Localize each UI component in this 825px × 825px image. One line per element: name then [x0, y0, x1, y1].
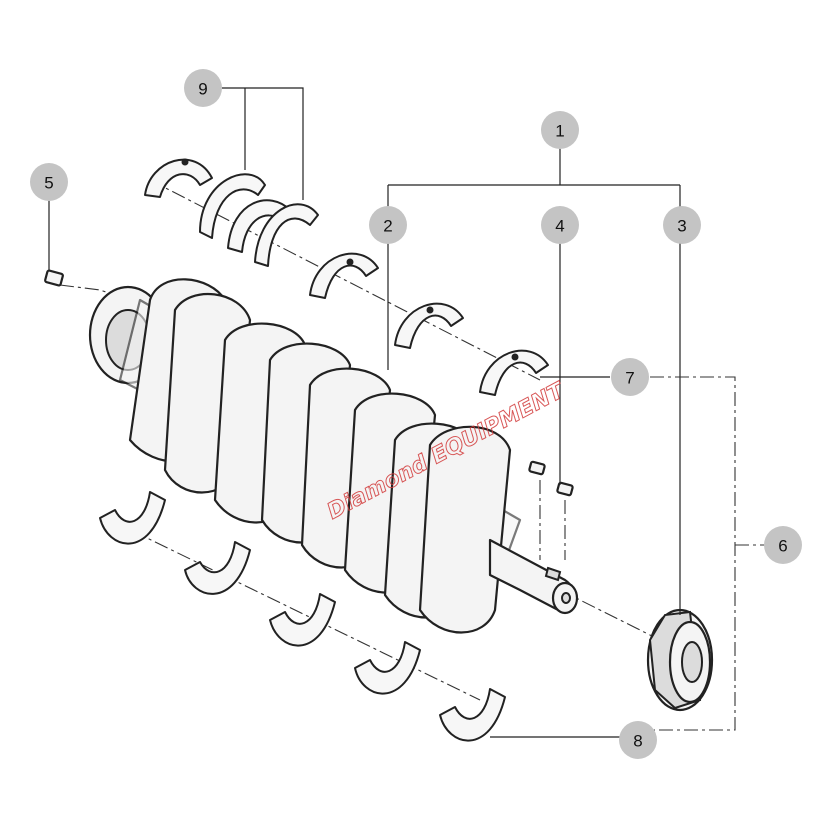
dowels-and-keys — [44, 269, 574, 497]
thrust-washer-1 — [199, 173, 266, 239]
callout-3: 3 — [663, 206, 701, 244]
callout-label: 7 — [625, 369, 634, 388]
callout-label: 5 — [44, 174, 53, 193]
bearing-shell-upper-3 — [394, 302, 464, 349]
key-1 — [528, 460, 546, 476]
crankshaft — [88, 278, 579, 634]
callout-label: 8 — [633, 732, 642, 751]
crankshaft-gear — [646, 608, 714, 712]
bearing-shell-lower-5 — [439, 688, 506, 742]
callout-7: 7 — [611, 358, 649, 396]
callout-label: 6 — [778, 537, 787, 556]
key-2 — [556, 481, 574, 497]
crank-web-8 — [418, 425, 512, 634]
callout-9: 9 — [184, 69, 222, 107]
callout-4: 4 — [541, 206, 579, 244]
lower-bearing-shells — [99, 491, 506, 742]
callout-badges: 1 2 3 4 5 6 7 8 9 — [30, 69, 802, 759]
callout-1: 1 — [541, 111, 579, 149]
callout-circle — [619, 721, 657, 759]
dowel-pin — [44, 269, 64, 287]
bearing-shell-lower-4 — [354, 641, 421, 695]
upper-bearing-shells — [144, 158, 549, 396]
callout-circle — [184, 69, 222, 107]
callout-circle — [541, 206, 579, 244]
callout-label: 1 — [555, 122, 564, 141]
callout-8: 8 — [619, 721, 657, 759]
callout-circle — [663, 206, 701, 244]
bearing-shell-upper-2 — [309, 252, 379, 299]
callout-circle — [764, 526, 802, 564]
bearing-shell-lower-2 — [184, 541, 251, 595]
bearing-shell-lower-3 — [269, 593, 336, 647]
thrust-washer-2 — [254, 203, 319, 267]
callout-label: 4 — [555, 217, 564, 236]
bearing-shell-lower-1 — [99, 491, 166, 545]
callout-label: 3 — [677, 217, 686, 236]
callout-label: 9 — [198, 80, 207, 99]
callout-circle — [541, 111, 579, 149]
callout-2: 2 — [369, 206, 407, 244]
bearing-shell-upper-1 — [144, 158, 213, 198]
leader-lines — [48, 87, 765, 738]
callout-label: 2 — [383, 217, 392, 236]
bearing-shell-upper-4 — [479, 349, 549, 396]
callout-5: 5 — [30, 163, 68, 201]
callout-circle — [30, 163, 68, 201]
callout-6: 6 — [764, 526, 802, 564]
callout-circle — [611, 358, 649, 396]
callout-circle — [369, 206, 407, 244]
